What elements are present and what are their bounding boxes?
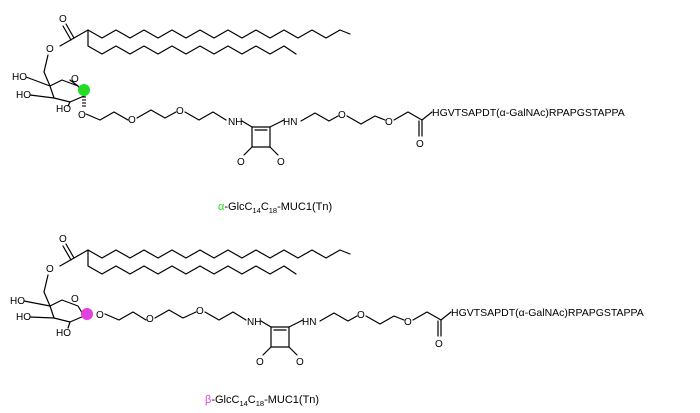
peg-oxygen-1: O bbox=[146, 314, 154, 325]
lipid-chain-c18 bbox=[73, 249, 351, 259]
ho-label-4: HO bbox=[10, 296, 25, 307]
peg-oxygen-1: O bbox=[128, 115, 136, 126]
squaramide-core: O O bbox=[237, 119, 285, 168]
glycosidic-oxygen: O bbox=[96, 310, 104, 321]
carbonyl-oxygen: O bbox=[59, 234, 67, 245]
lipid-chain-c14 bbox=[87, 249, 297, 275]
glycosidic-oxygen: O bbox=[78, 110, 86, 121]
ester-group: O O bbox=[43, 234, 75, 293]
peg-oxygen-3: O bbox=[338, 110, 346, 121]
lipid-chain-c14 bbox=[87, 29, 297, 55]
ester-group: O O bbox=[43, 14, 75, 73]
squaramide-core: O O bbox=[256, 319, 304, 368]
peg-linker-right bbox=[319, 312, 358, 322]
nh-label-right: HN bbox=[302, 317, 316, 328]
amide-oxygen: O bbox=[435, 339, 443, 350]
squaramide-oxygen-left: O bbox=[256, 357, 264, 368]
molecule-alpha: O O O HO HO HO O bbox=[12, 14, 625, 215]
glucose-ring: O HO HO HO bbox=[12, 71, 85, 115]
carbonyl-oxygen: O bbox=[59, 14, 67, 25]
peg-oxygen-4: O bbox=[385, 117, 393, 128]
compound-caption: α-GlcC14C18-MUC1(Tn) bbox=[218, 201, 332, 215]
peptide-sequence: HGVTSAPDT(α-GalNAc)RPAPGSTAPPA bbox=[451, 307, 644, 319]
ester-oxygen: O bbox=[46, 264, 54, 275]
alpha-linkage: O bbox=[78, 96, 86, 121]
peg-oxygen-2: O bbox=[196, 306, 204, 317]
anomeric-center-highlight bbox=[81, 308, 93, 320]
ring-oxygen: O bbox=[71, 74, 79, 85]
ho-label-3: HO bbox=[16, 90, 31, 101]
peg-linker-left bbox=[85, 111, 129, 121]
nh-label-left: NH bbox=[247, 317, 261, 328]
amide-oxygen: O bbox=[416, 139, 424, 150]
lipid-chain-c18 bbox=[73, 29, 351, 39]
peg-linker-left bbox=[104, 311, 147, 321]
squaramide-oxygen-right: O bbox=[277, 157, 285, 168]
ho-label-2: HO bbox=[56, 328, 71, 339]
anomer-symbol: β bbox=[205, 394, 211, 406]
compound-caption: β-GlcC14C18-MUC1(Tn) bbox=[205, 394, 319, 408]
squaramide-oxygen-right: O bbox=[296, 357, 304, 368]
anomeric-center-highlight bbox=[78, 84, 90, 96]
peptide-sequence: HGVTSAPDT(α-GalNAc)RPAPGSTAPPA bbox=[432, 107, 625, 119]
peg-linker-right bbox=[300, 112, 339, 122]
peg-oxygen-2: O bbox=[176, 106, 184, 117]
ho-label-2: HO bbox=[56, 104, 71, 115]
molecule-beta: O O O HO HO HO O O O NH bbox=[10, 234, 644, 408]
ho-label-4: HO bbox=[12, 72, 27, 83]
nh-label-right: HN bbox=[283, 117, 297, 128]
peg-oxygen-4: O bbox=[404, 317, 412, 328]
ring-oxygen: O bbox=[71, 294, 79, 305]
nh-label-left: NH bbox=[228, 117, 242, 128]
peg-oxygen-3: O bbox=[357, 310, 365, 321]
glucose-ring: O HO HO HO bbox=[10, 291, 85, 339]
ester-oxygen: O bbox=[46, 44, 54, 55]
squaramide-oxygen-left: O bbox=[237, 157, 245, 168]
anomer-symbol: α bbox=[218, 201, 225, 213]
ho-label-3: HO bbox=[16, 312, 31, 323]
